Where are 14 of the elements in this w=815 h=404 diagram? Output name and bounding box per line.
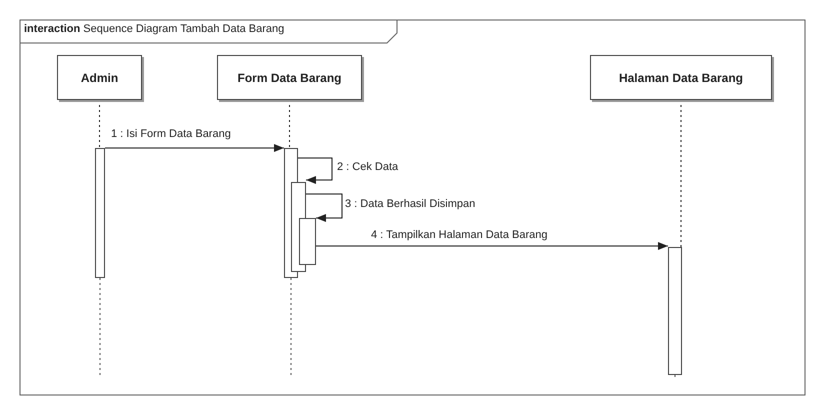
participant-box: Admin <box>57 55 142 100</box>
participant-box: Form Data Barang <box>217 55 362 100</box>
activation-bar <box>668 247 682 375</box>
message-arrow <box>104 144 284 152</box>
message-arrow <box>306 194 342 222</box>
activation-bar <box>299 218 316 265</box>
participant-box: Halaman Data Barang <box>590 55 772 100</box>
frame-title: interaction Sequence Diagram Tambah Data Barang <box>24 22 284 36</box>
activation-bar <box>95 148 105 278</box>
message-arrow <box>316 242 668 250</box>
message-arrow <box>298 158 332 184</box>
message-label: 4 : Tampilkan Halaman Data Barang <box>370 229 549 242</box>
message-label: 3 : Data Berhasil Disimpan <box>344 198 476 211</box>
message-label: 1 : Isi Form Data Barang <box>110 128 232 141</box>
